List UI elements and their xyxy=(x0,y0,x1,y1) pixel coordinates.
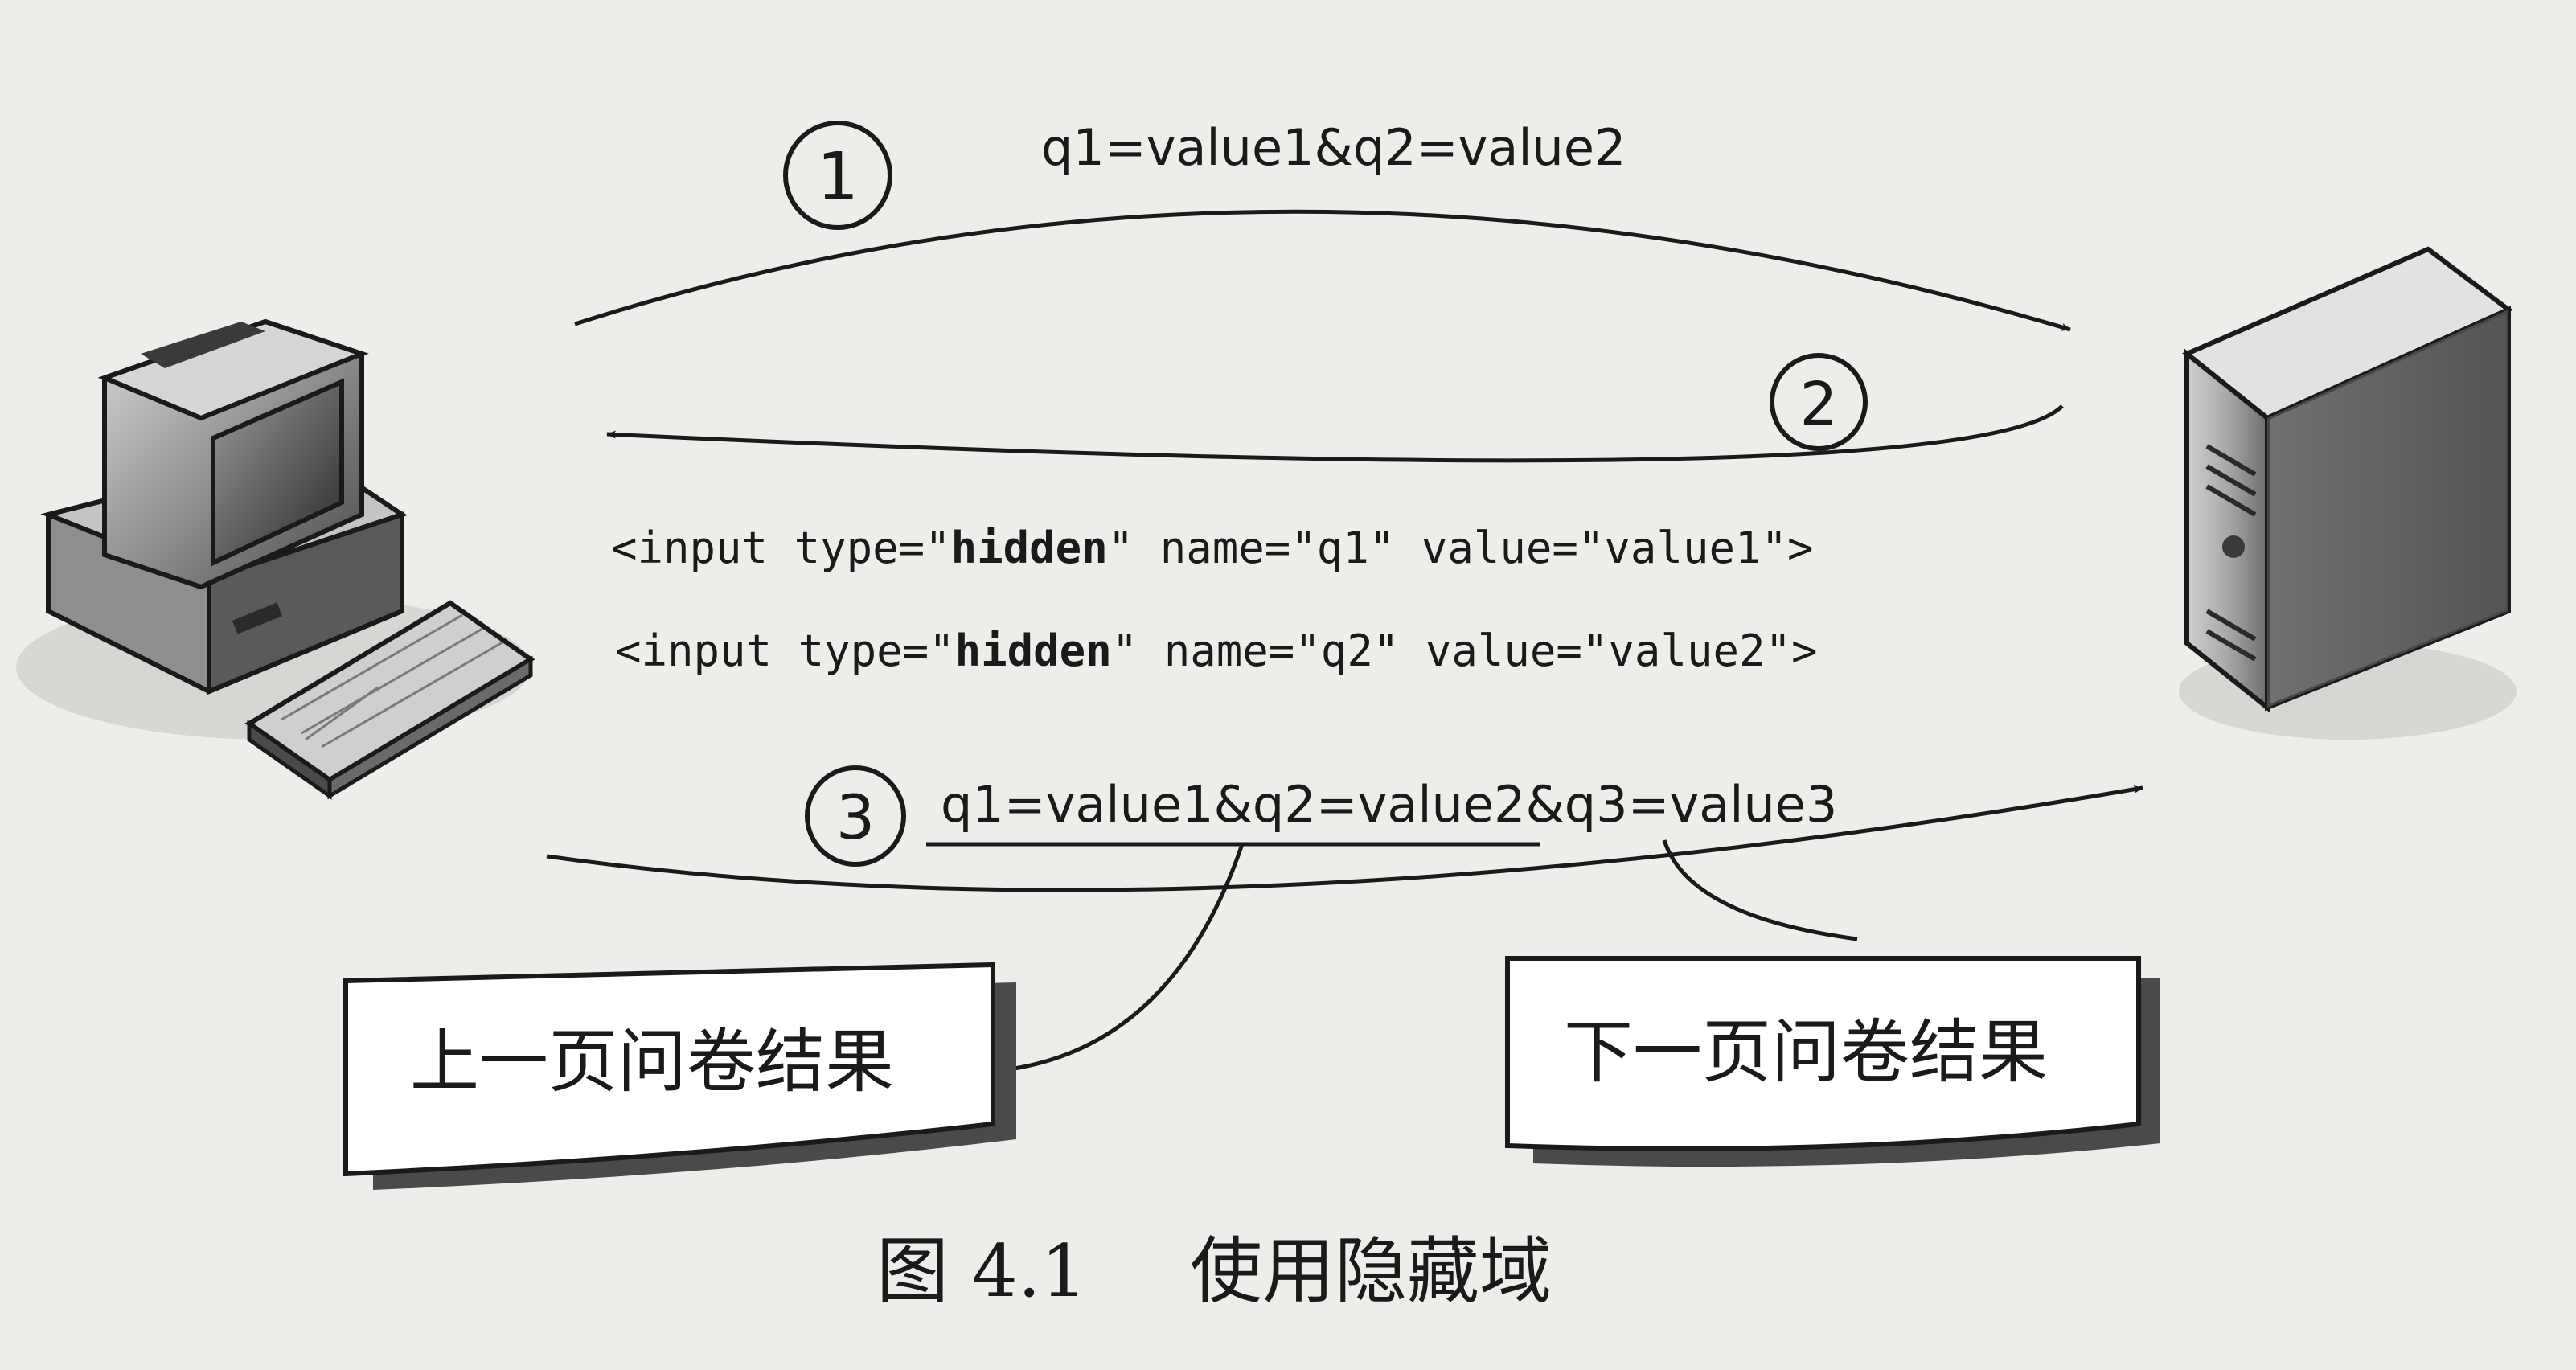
next-callout-leader xyxy=(1662,839,1858,941)
next-page-results-label: 下一页问卷结果 xyxy=(1564,1012,2048,1093)
step-1-number: 1 xyxy=(817,139,859,215)
figure-title: 使用隐藏域 xyxy=(1190,1229,1552,1314)
desktop-computer-icon xyxy=(16,318,535,800)
request-arrow-3 xyxy=(546,785,2143,892)
previous-callout-leader xyxy=(1008,843,1245,1072)
step-3-query: q1=value1&q2=value2&q3=value3 xyxy=(941,775,1837,834)
figure-caption: 图 4.1 使用隐藏域 xyxy=(876,1229,1552,1314)
step-3-circle xyxy=(805,765,906,867)
request-arrow-1 xyxy=(574,209,2071,332)
server-tower-icon xyxy=(2179,246,2517,740)
figure-number: 图 4.1 xyxy=(876,1229,1087,1314)
previous-page-results-callout: 上一页问卷结果 xyxy=(343,962,1016,1190)
step-1: 1 q1=value1&q2=value2 xyxy=(574,118,2071,332)
step-1-circle xyxy=(783,121,892,230)
step-3-number: 3 xyxy=(836,781,875,853)
response-arrow-2 xyxy=(606,404,2064,463)
step-3: 3 q1=value1&q2=value2&q3=value3 xyxy=(546,765,2143,1072)
step-2-circle xyxy=(1770,353,1868,451)
previous-page-results-label: 上一页问卷结果 xyxy=(410,1022,894,1102)
next-page-results-callout: 下一页问卷结果 xyxy=(1505,956,2160,1167)
hidden-input-line-1: <input type="hidden" name="q1" value="va… xyxy=(611,523,1814,573)
hidden-input-line-2: <input type="hidden" name="q2" value="va… xyxy=(615,626,1818,676)
step-2-number: 2 xyxy=(1799,370,1837,439)
step-1-query: q1=value1&q2=value2 xyxy=(1041,118,1626,177)
step-2: 2 <input type="hidden" name="q1" value="… xyxy=(606,353,2064,676)
